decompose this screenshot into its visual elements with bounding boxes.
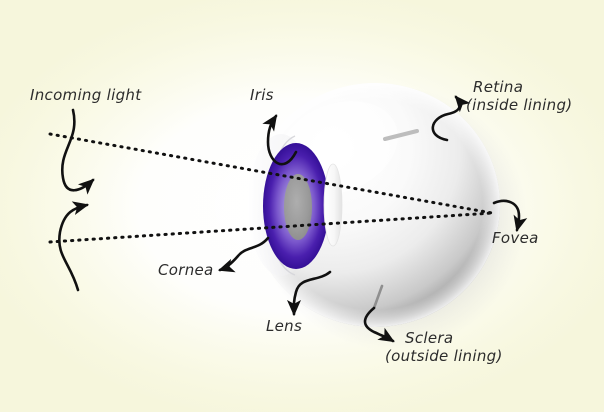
label-lens: Lens: [266, 317, 302, 335]
light-ray-upper: [48, 132, 494, 215]
label-retina-line2: (inside lining): [466, 96, 572, 114]
eyeball-sphere: [250, 83, 500, 327]
label-iris: Iris: [250, 86, 274, 104]
cornea-arrow: [218, 236, 270, 273]
iris-arrow: [262, 114, 298, 166]
incoming-light-arrow-upper: [60, 108, 95, 195]
incoming-light-arrow-lower: [58, 201, 90, 292]
label-fovea: Fovea: [492, 229, 539, 247]
label-incoming-light: Incoming light: [30, 86, 142, 104]
fovea-arrow: [492, 199, 528, 233]
label-sclera: Sclera (outside lining): [385, 329, 503, 365]
label-retina: Retina (inside lining): [466, 78, 572, 114]
annotation-arrow-group: [58, 95, 528, 343]
lens-arrow: [286, 270, 332, 317]
light-ray-group: [48, 132, 494, 244]
retina-arrow: [431, 95, 471, 142]
label-sclera-line2: (outside lining): [385, 347, 503, 365]
label-cornea: Cornea: [158, 261, 214, 279]
sclera-surface-leader: [372, 284, 384, 310]
retina-inner-leader: [383, 129, 419, 141]
sclera-arrow: [363, 306, 395, 343]
label-retina-line1: Retina: [473, 78, 523, 96]
lens-ellipse: [323, 163, 343, 247]
light-ray-lower: [48, 211, 494, 244]
pupil-ellipse: [284, 174, 312, 240]
iris-structure: [263, 143, 329, 269]
label-sclera-line1: Sclera: [405, 329, 453, 347]
